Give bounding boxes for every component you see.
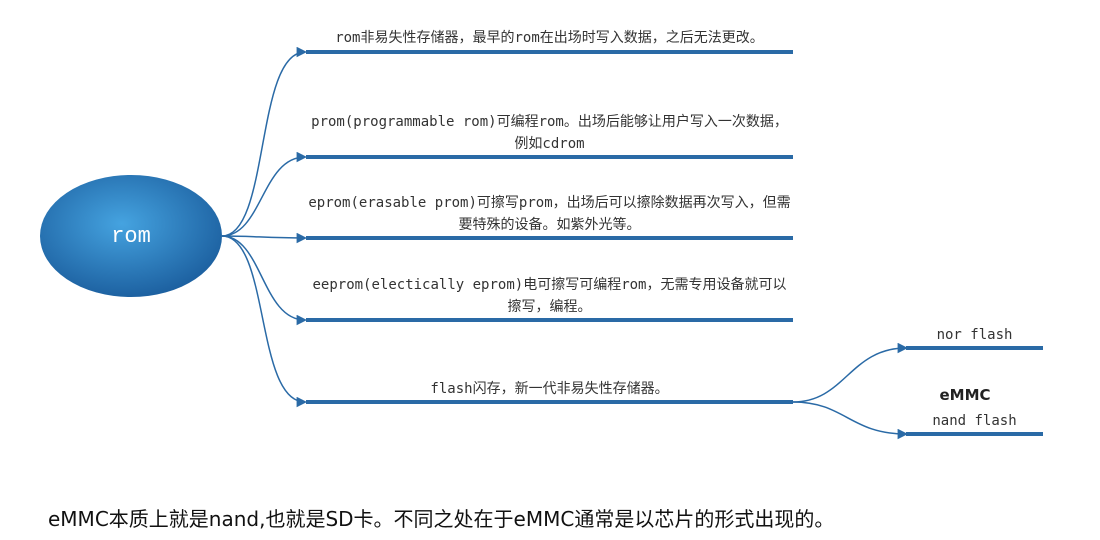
connector-rom (221, 46, 308, 237)
branch-text-nand-flash: nand flash (932, 413, 1017, 429)
flash-connectors (792, 342, 909, 440)
branch-text-rom: rom非易失性存储器，最早的rom在出场时写入数据，之后无法更改。 (335, 30, 764, 46)
branch-text-eprom: eprom(erasable prom)可擦写prom，出场后可以擦除数据再次写… (308, 195, 791, 233)
connector-eprom (221, 232, 308, 244)
branch-text-prom: prom(programmable rom)可编程rom。出场后能够让用户写入一… (311, 114, 788, 152)
branch-text-eeprom: eeprom(electically eprom)电可擦写可编程rom，无需专用… (312, 277, 787, 315)
branch-lines (306, 50, 793, 404)
root-node (40, 175, 222, 297)
bottom-note: eMMC本质上就是nand,也就是SD卡。不同之处在于eMMC通常是以芯片的形式… (48, 507, 835, 531)
connector-nor-flash (792, 342, 909, 403)
branch-text-nor-flash: nor flash (936, 327, 1013, 343)
flash-child-lines (906, 346, 1043, 436)
branch-text-flash: flash闪存，新一代非易失性存储器。 (430, 381, 669, 397)
root-connectors (221, 46, 308, 408)
connector-nand-flash (792, 401, 909, 440)
connector-eeprom (221, 235, 308, 326)
connector-prom (221, 151, 308, 237)
mindmap-canvas (40, 46, 1043, 440)
root-label: rom (111, 223, 151, 249)
connector-flash (221, 235, 308, 408)
emmc-label: eMMC (939, 386, 991, 404)
